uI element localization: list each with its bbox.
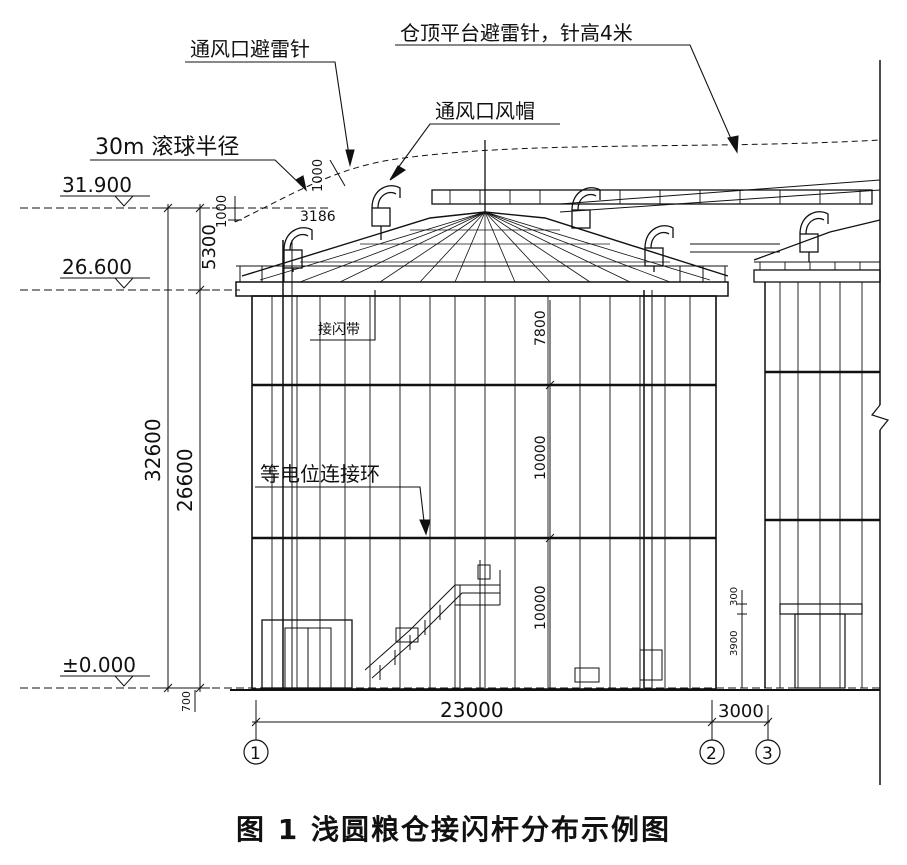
right-border xyxy=(870,60,890,785)
elevation-eave xyxy=(20,277,240,291)
elevation-top-label: 31.900 xyxy=(62,173,132,197)
label-ball-radius: 30m 滚球半径 xyxy=(95,135,239,160)
horizontal-dimensions xyxy=(251,300,773,740)
axis-bubbles xyxy=(243,739,781,765)
label-down-conductor: 接闪带 xyxy=(318,321,360,338)
axis-bubble-2 xyxy=(699,739,725,765)
axis-bubble-3 xyxy=(755,739,781,765)
dim-32600: 32600 xyxy=(141,418,165,482)
protection-arc xyxy=(234,139,881,223)
dim-1000-b: 1000 xyxy=(215,195,230,228)
axis-label-2: 2 xyxy=(706,744,717,764)
figure-caption: 图 1 浅圆粮仓接闪杆分布示例图 xyxy=(236,813,671,846)
label-platform-rod: 仓顶平台避雷针，针高4米 xyxy=(400,21,633,45)
label-equipotential-ring: 等电位连接环 xyxy=(260,462,380,486)
leader-lines xyxy=(90,44,739,536)
text-labels: 通风口避雷针 仓顶平台避雷针，针高4米 通风口风帽 30m 滚球半径 接闪带 等… xyxy=(62,21,773,764)
vent-cap-icon xyxy=(799,211,829,262)
dim-10000-a: 10000 xyxy=(533,435,549,480)
axis-label-3: 3 xyxy=(762,744,773,764)
elevation-ground xyxy=(60,675,150,687)
elevation-top xyxy=(20,195,330,209)
dim-10000-b: 10000 xyxy=(533,585,549,630)
adjacent-silo xyxy=(690,219,881,689)
dim-3000: 3000 xyxy=(718,701,764,722)
dim-300: 300 xyxy=(729,587,740,606)
dim-3900: 3900 xyxy=(729,631,740,656)
dim-5300: 5300 xyxy=(199,224,220,270)
main-silo xyxy=(235,140,881,690)
label-vent-cap: 通风口风帽 xyxy=(435,99,535,123)
elevation-ground-label: ±0.000 xyxy=(62,653,136,677)
vertical-dimensions xyxy=(160,159,346,712)
vent-cap-icon xyxy=(571,187,601,229)
dim-23000: 23000 xyxy=(440,698,504,722)
label-vent-rod: 通风口避雷针 xyxy=(190,37,310,61)
dim-700: 700 xyxy=(180,691,193,712)
vent-cap-icon xyxy=(283,227,313,272)
axis-bubble-1 xyxy=(243,739,269,765)
ground-line xyxy=(20,687,880,691)
vent-cap-icon xyxy=(371,185,401,240)
elevation-eave-label: 26.600 xyxy=(62,255,132,279)
axis-label-1: 1 xyxy=(250,744,261,764)
vent-cap-icons xyxy=(283,185,829,272)
dim-3186: 3186 xyxy=(300,209,336,225)
dim-1000-a: 1000 xyxy=(311,159,326,192)
silo-elevation-drawing: 通风口避雷针 仓顶平台避雷针，针高4米 通风口风帽 30m 滚球半径 接闪带 等… xyxy=(20,21,890,785)
dim-7800: 7800 xyxy=(533,310,549,346)
vent-cap-icon xyxy=(644,225,674,272)
dim-26600: 26600 xyxy=(173,448,197,512)
